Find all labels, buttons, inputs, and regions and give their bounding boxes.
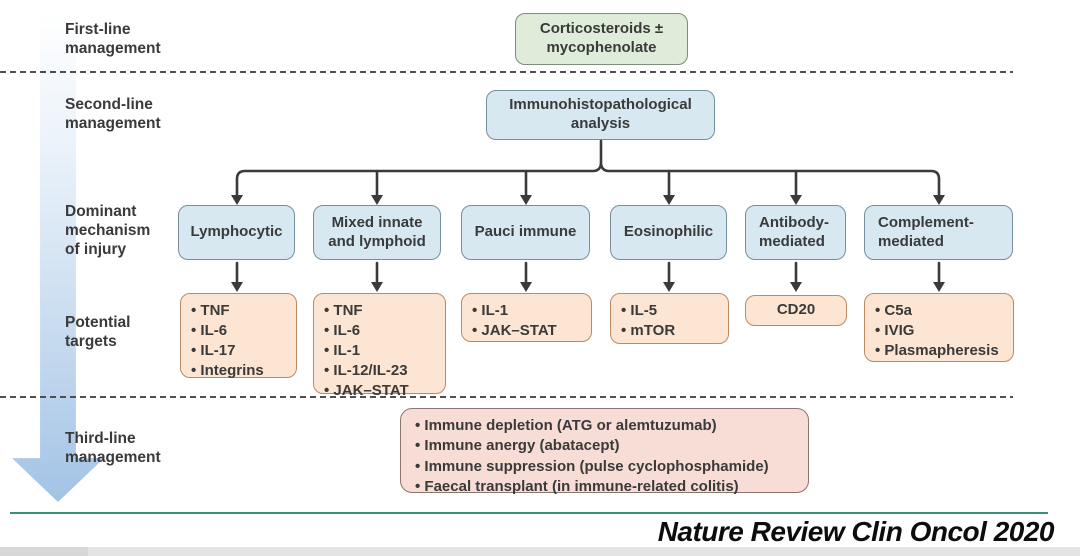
list-item: • Immune depletion (ATG or alemtuzumab) <box>415 417 717 434</box>
mechanism-box-complement-mediated: Complement- mediated <box>864 205 1013 260</box>
divider-green-rule <box>10 512 1048 514</box>
list-item: • Immune suppression (pulse cyclophospha… <box>415 457 769 475</box>
targets-box-complement-mediated: • C5a • IVIG • Plasmapheresis <box>864 293 1014 362</box>
row-label-mechanism: Dominant mechanism of injury <box>65 203 151 258</box>
list-item: • C5a <box>875 302 912 319</box>
list-item: • Faecal transplant (in immune-related c… <box>415 477 739 495</box>
list-item: • IL-6 <box>324 321 361 339</box>
list-item: • IL-17 <box>191 341 236 359</box>
targets-box-eosinophilic: • IL-5 • mTOR <box>610 293 729 344</box>
divider-dashed-top <box>0 71 1013 73</box>
divider-dashed-bottom <box>0 396 1013 398</box>
targets-box-lymphocytic: • TNF • IL-6 • IL-17 • Integrins <box>180 293 297 379</box>
list-item: CD20 <box>776 301 816 318</box>
list-item: • IL-12/IL-23 <box>324 361 408 379</box>
row-label-third-line: Third-line management <box>65 430 161 466</box>
citation-text: Nature Review Clin Oncol 2020 <box>657 516 1055 547</box>
second-line-analysis-box: Immunohistopathological analysis <box>486 90 715 140</box>
third-line-treatment-box: • Immune depletion (ATG or alemtuzumab) •… <box>400 408 809 495</box>
list-item: • IL-1 <box>324 341 361 359</box>
targets-box-mixed-innate: • TNF • IL-6 • IL-1 • IL-12/IL-23 • JAK–STAT <box>313 293 446 399</box>
list-item: • IVIG <box>875 321 915 339</box>
list-item: • mTOR <box>621 321 676 339</box>
list-item: • IL-5 <box>621 302 658 319</box>
row-label-first-line: First-line management <box>65 21 161 57</box>
mechanism-box-eosinophilic: Eosinophilic <box>610 205 727 260</box>
list-item: • Integrins <box>191 361 264 379</box>
list-item: • TNF <box>324 302 363 319</box>
first-line-treatment-box: Corticosteroids ± mycophenolate <box>515 13 688 65</box>
row-label-second-line: Second-line management <box>65 96 161 132</box>
bottom-gray-bar-left-segment <box>0 547 88 556</box>
mechanism-box-lymphocytic: Lymphocytic <box>178 205 295 260</box>
mechanism-box-pauci-immune: Pauci immune <box>461 205 590 260</box>
list-item: • IL-6 <box>191 321 228 339</box>
list-item: • Immune anergy (abatacept) <box>415 437 620 455</box>
list-item: • JAK–STAT <box>324 381 409 399</box>
targets-box-antibody-mediated: CD20 <box>745 295 847 326</box>
row-label-targets: Potential targets <box>65 314 131 350</box>
mechanism-box-mixed-innate: Mixed innate and lymphoid <box>313 205 441 260</box>
mechanism-box-antibody-mediated: Antibody- mediated <box>745 205 846 260</box>
list-item: • IL-1 <box>472 302 509 319</box>
bottom-gray-bar <box>0 547 1080 556</box>
list-item: • Plasmapheresis <box>875 341 999 359</box>
list-item: • TNF <box>191 302 230 319</box>
targets-box-pauci-immune: • IL-1 • JAK–STAT <box>461 293 592 342</box>
list-item: • JAK–STAT <box>472 321 557 339</box>
